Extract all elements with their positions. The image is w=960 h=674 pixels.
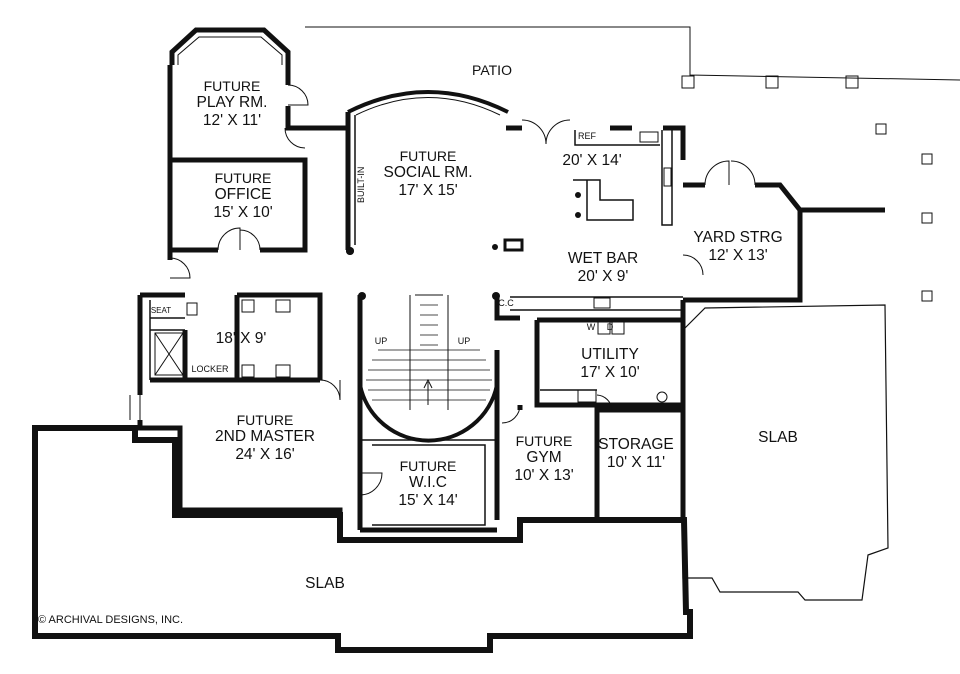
social-room-bay (347, 90, 509, 114)
storage-name: STORAGE (598, 436, 674, 453)
storage-size: 10' X 11' (606, 453, 666, 471)
slab-right-outline (682, 304, 889, 601)
office-label: FUTURE OFFICE 15' X 10' (213, 170, 272, 222)
patio-posts (681, 75, 933, 302)
utility-label: UTILITY 17' X 10' (580, 346, 639, 382)
cc-label: C.C (498, 298, 514, 308)
patio-outline (305, 26, 960, 81)
master-prefix: FUTURE (236, 412, 294, 428)
gym-prefix: FUTURE (515, 433, 573, 449)
copyright-notice: © ARCHIVAL DESIGNS, INC. (38, 614, 184, 626)
play-room-size: 12' X 11' (202, 111, 262, 129)
washer-label: W (586, 322, 596, 332)
ref-label: REF (578, 131, 596, 141)
master-name: 2ND MASTER (215, 428, 315, 446)
master-size: 24' X 16' (235, 445, 295, 463)
utility-size: 17' X 10' (580, 363, 640, 381)
yard-storage-label: YARD STRG 12' X 13' (693, 229, 782, 265)
built-in-label: BUILT-IN (356, 166, 366, 203)
patio-label: PATIO (472, 62, 512, 78)
gym-name: GYM (526, 449, 562, 467)
bath-label: 18' X 9' (216, 330, 267, 348)
wet-bar-label: WET BAR 20' X 9' (568, 250, 638, 286)
play-room-bay (169, 27, 291, 65)
wic-name: W.I.C (409, 474, 447, 492)
dryer-label: D (606, 322, 614, 332)
play-room-label: FUTURE PLAY RM. 12' X 11' (197, 78, 268, 130)
slab-bottom-outline (32, 425, 693, 653)
play-room-name: PLAY RM. (196, 94, 268, 112)
kitchen-size: 20' X 14' (562, 152, 622, 169)
seat-label: SEAT (150, 306, 172, 315)
office-prefix: FUTURE (214, 170, 272, 186)
stair-up-right-label: UP (457, 336, 471, 346)
bath-size: 18' X 9' (215, 330, 267, 347)
wic-prefix: FUTURE (399, 458, 457, 474)
wet-bar-size: 20' X 9' (577, 267, 629, 285)
gym-size: 10' X 13' (514, 466, 574, 484)
wic-size: 15' X 14' (398, 491, 458, 509)
gym-label: FUTURE GYM 10' X 13' (514, 433, 573, 485)
yard-storage-name: YARD STRG (693, 229, 783, 246)
slab-bottom-label: SLAB (305, 575, 345, 592)
storage-label: STORAGE 10' X 11' (598, 436, 674, 472)
wic-label: FUTURE W.I.C 15' X 14' (398, 458, 457, 510)
locker-label: LOCKER (191, 364, 229, 374)
office-name: OFFICE (214, 186, 272, 204)
office-size: 15' X 10' (213, 203, 273, 221)
stair-up-left-label: UP (374, 336, 388, 346)
kitchen-label: 20' X 14' (562, 152, 621, 170)
social-room-size: 17' X 15' (398, 181, 458, 199)
play-room-prefix: FUTURE (203, 78, 261, 94)
social-room-name: SOCIAL RM. (383, 164, 473, 182)
master-label: FUTURE 2ND MASTER 24' X 16' (215, 412, 315, 464)
slab-right-label: SLAB (758, 429, 798, 446)
wet-bar-name: WET BAR (567, 250, 639, 267)
social-room-prefix: FUTURE (399, 148, 457, 164)
yard-storage-size: 12' X 13' (708, 246, 768, 264)
social-room-label: FUTURE SOCIAL RM. 17' X 15' (384, 148, 473, 200)
utility-name: UTILITY (581, 346, 639, 363)
